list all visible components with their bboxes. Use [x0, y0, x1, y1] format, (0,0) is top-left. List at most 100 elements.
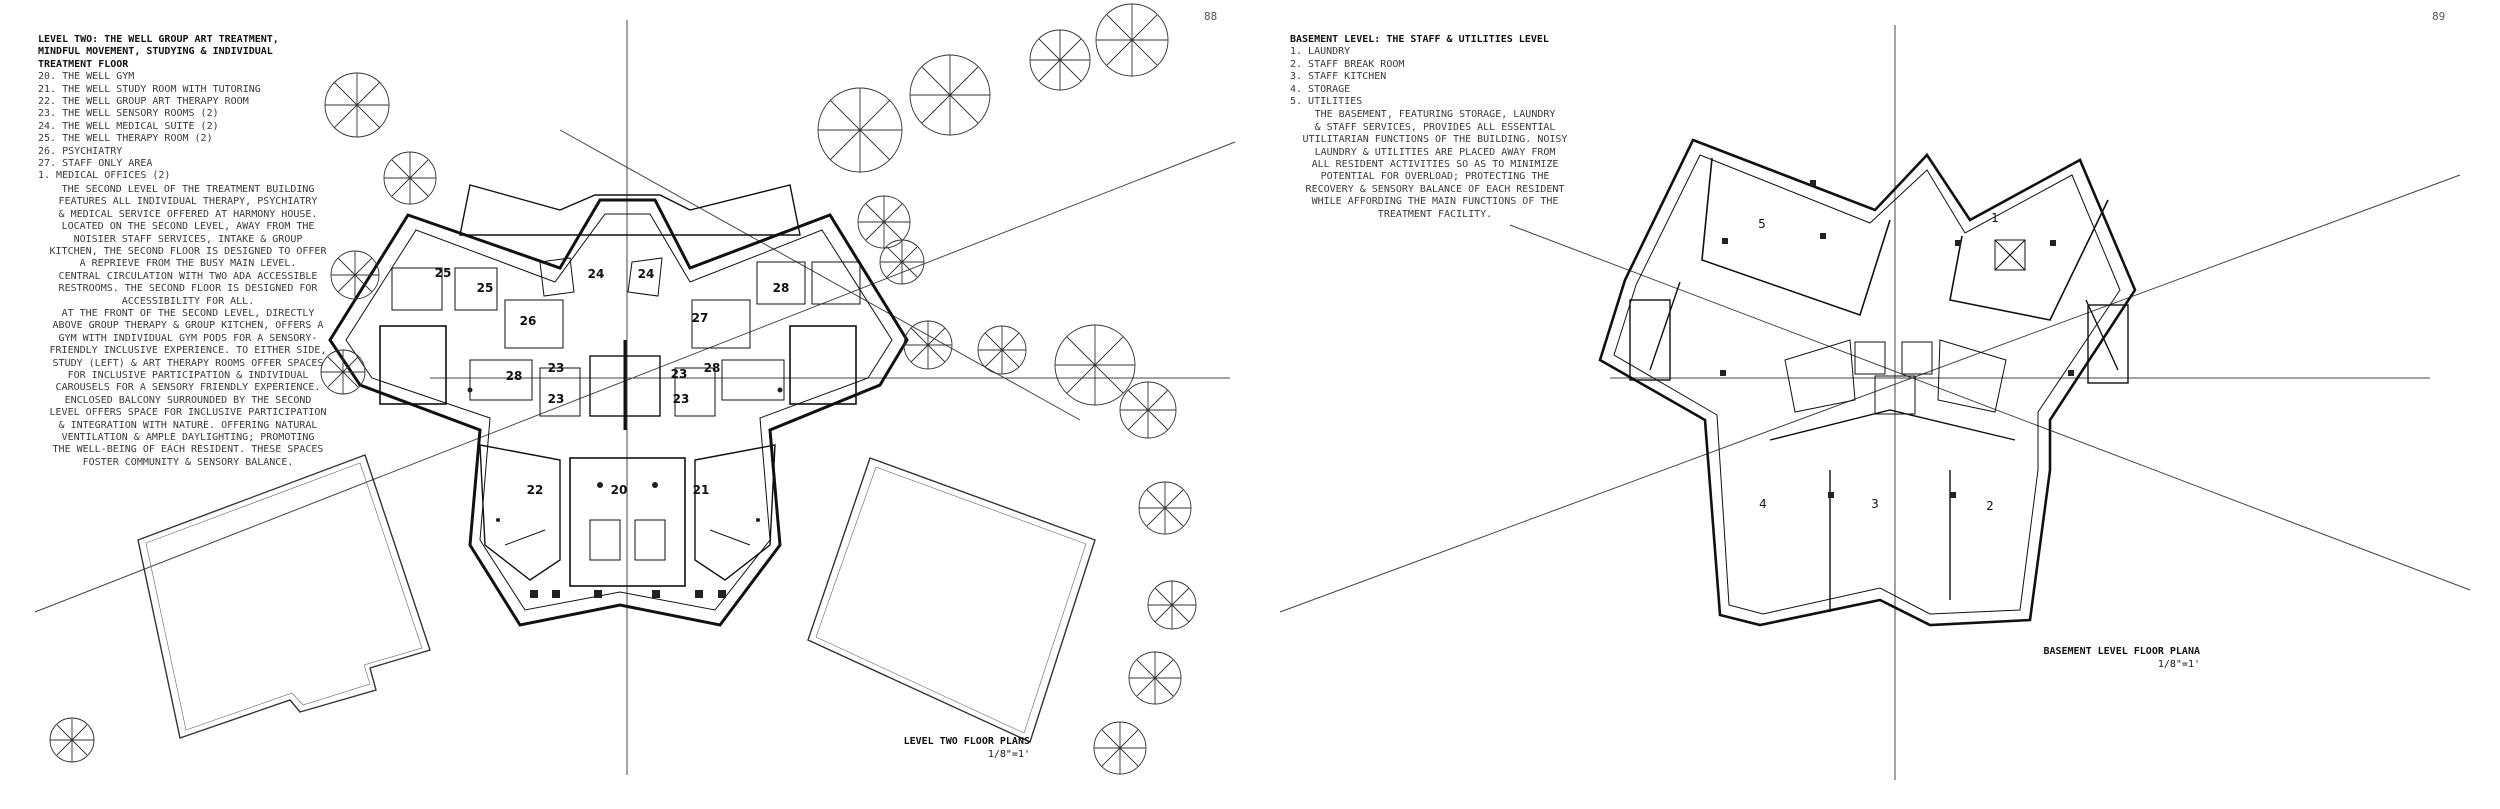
description-line: UTILITARIAN FUNCTIONS OF THE BUILDING. N…: [1302, 134, 1568, 146]
legend-item: 1. LAUNDRY: [1290, 46, 1351, 58]
legend-item: 21. THE WELL STUDY ROOM WITH TUTORING: [38, 83, 261, 95]
legend-item: 26. PSYCHIATRY: [38, 145, 123, 157]
tree-icon: [383, 151, 437, 205]
right-page: 89: [1250, 0, 2500, 809]
legend-item: 25. THE WELL THERAPY ROOM (2): [38, 133, 213, 145]
tree-icon: [1054, 324, 1136, 406]
room-label: 25: [435, 266, 452, 280]
legend-item: 4. STORAGE: [1290, 83, 1351, 95]
room-label: 23: [548, 392, 565, 406]
caption-title: BASEMENT LEVEL FLOOR PLANA: [2043, 646, 2200, 657]
description-line: CAROUSELS FOR A SENSORY FRIENDLY EXPERIE…: [55, 382, 321, 394]
description-line: NOISIER STAFF SERVICES, INTAKE & GROUP: [73, 233, 303, 245]
room-label: 26: [520, 314, 537, 328]
tree-icon: [977, 325, 1027, 375]
description-line: THE SECOND LEVEL OF THE TREATMENT BUILDI…: [61, 183, 315, 195]
tree-icon: [1128, 651, 1182, 705]
tree-icon: [324, 72, 390, 138]
description-line: WHILE AFFORDING THE MAIN FUNCTIONS OF TH…: [1311, 196, 1559, 208]
basement-floor-plan: 1 2 3 4 5: [1279, 25, 2471, 780]
tree-icon: [330, 250, 380, 300]
plan-caption: BASEMENT LEVEL FLOOR PLANA 1/8"=1': [2000, 645, 2200, 671]
description-line: POTENTIAL FOR OVERLOAD; PROTECTING THE: [1320, 171, 1550, 183]
room-label: 23: [671, 367, 688, 381]
description-line: LAUNDRY & UTILITIES ARE PLACED AWAY FROM: [1314, 146, 1556, 158]
room-label: 21: [693, 483, 710, 497]
tree-icon: [879, 239, 925, 285]
site-line: [1279, 174, 2461, 613]
legend-item: 24. THE WELL MEDICAL SUITE (2): [38, 120, 219, 132]
room-label: 23: [548, 361, 565, 375]
tree-icon: [1119, 381, 1177, 439]
legend-description: THE BASEMENT, FEATURING STORAGE, LAUNDRY…: [1290, 109, 1580, 221]
building-outline: [328, 184, 909, 627]
tree-icon: [1029, 29, 1091, 91]
legend-title-line: LEVEL TWO: THE WELL GROUP ART TREATMENT,: [38, 34, 279, 45]
adjacent-building: [807, 457, 1096, 743]
description-line: LOCATED ON THE SECOND LEVEL, AWAY FROM T…: [61, 221, 315, 233]
caption-scale: 1/8"=1': [2157, 659, 2200, 670]
description-line: A REPRIEVE FROM THE BUSY MAIN LEVEL.: [79, 258, 297, 270]
plan-caption: LEVEL TWO FLOOR PLANS 1/8"=1': [830, 735, 1030, 761]
room-labels: 1 2 3 4 5: [1758, 211, 1999, 513]
basement-legend: BASEMENT LEVEL: THE STAFF & UTILITIES LE…: [1290, 34, 1580, 221]
description-line: LEVEL OFFERS SPACE FOR INCLUSIVE PARTICI…: [49, 407, 327, 419]
legend-title: LEVEL TWO: THE WELL GROUP ART TREATMENT,…: [38, 34, 338, 71]
caption-title: LEVEL TWO FLOOR PLANS: [903, 736, 1030, 747]
legend-item: 22. THE WELL GROUP ART THERAPY ROOM: [38, 96, 249, 108]
room-label: 2: [1986, 499, 1994, 513]
tree-icon: [1093, 721, 1147, 775]
legend-item: 23. THE WELL SENSORY ROOMS (2): [38, 108, 219, 120]
description-line: THE WELL-BEING OF EACH RESIDENT. THESE S…: [52, 444, 324, 456]
room-label: 22: [527, 483, 544, 497]
description-line: ENCLOSED BALCONY SURROUNDED BY THE SECON…: [64, 394, 312, 406]
tree-icon: [857, 195, 911, 249]
legend-item: 2. STAFF BREAK ROOM: [1290, 58, 1405, 70]
site-line: [34, 141, 1236, 613]
caption-scale: 1/8"=1': [987, 749, 1030, 760]
room-label: 4: [1759, 497, 1767, 511]
description-line: FRIENDLY INCLUSIVE EXPERIENCE. TO EITHER…: [49, 345, 327, 357]
room-label: 28: [773, 281, 790, 295]
description-line: RECOVERY & SENSORY BALANCE OF EACH RESID…: [1305, 183, 1565, 195]
page-number: 89: [2432, 10, 2446, 23]
description-line: ABOVE GROUP THERAPY & GROUP KITCHEN, OFF…: [52, 320, 324, 332]
tree-icon: [909, 54, 991, 136]
tree-icon: [1147, 580, 1197, 630]
legend-title: BASEMENT LEVEL: THE STAFF & UTILITIES LE…: [1290, 34, 1549, 45]
room-label: 3: [1871, 497, 1879, 511]
room-labels: 20 21 22 23 23 23 23 24 24 25 25 26 27 2…: [435, 266, 790, 497]
description-line: GYM WITH INDIVIDUAL GYM PODS FOR A SENSO…: [58, 332, 318, 344]
site-line: [1509, 224, 2471, 591]
legend-description: THE SECOND LEVEL OF THE TREATMENT BUILDI…: [38, 184, 338, 469]
description-line: TREATMENT FACILITY.: [1377, 208, 1493, 220]
description-line: KITCHEN, THE SECOND FLOOR IS DESIGNED TO…: [49, 245, 327, 257]
description-line: CENTRAL CIRCULATION WITH TWO ADA ACCESSI…: [58, 270, 318, 282]
room-label: 25: [477, 281, 494, 295]
legend-item: 20. THE WELL GYM: [38, 71, 135, 83]
tree-icon: [1138, 481, 1192, 535]
page-number: 88: [1204, 10, 1218, 23]
legend-title-line: MINDFUL MOVEMENT, STUDYING & INDIVIDUAL: [38, 46, 273, 58]
tree-icon: [320, 349, 366, 395]
room-label: 20: [611, 483, 628, 497]
legend-item: 27. STAFF ONLY AREA: [38, 158, 153, 170]
fixtures: [467, 387, 783, 598]
room-label: 24: [638, 267, 655, 281]
site-line: [559, 129, 1081, 421]
site-trees: [49, 3, 1197, 775]
room-label: 5: [1758, 217, 1766, 231]
left-page: 88: [34, 3, 1236, 775]
adjacent-building: [137, 454, 431, 739]
level-two-legend: LEVEL TWO: THE WELL GROUP ART TREATMENT,…: [38, 34, 338, 469]
tree-icon: [903, 320, 953, 370]
description-line: AT THE FRONT OF THE SECOND LEVEL, DIRECT…: [61, 307, 315, 319]
legend-item: 3. STAFF KITCHEN: [1290, 71, 1387, 83]
room-label: 28: [506, 369, 523, 383]
room-label: 1: [1991, 211, 1999, 225]
description-line: THE BASEMENT, FEATURING STORAGE, LAUNDRY: [1314, 109, 1556, 121]
description-line: & MEDICAL SERVICE OFFERED AT HARMONY HOU…: [58, 208, 318, 220]
description-line: STUDY (LEFT) & ART THERAPY ROOMS OFFER S…: [52, 357, 324, 369]
room-label: 23: [673, 392, 690, 406]
description-line: ACCESSIBILITY FOR ALL.: [121, 295, 255, 307]
